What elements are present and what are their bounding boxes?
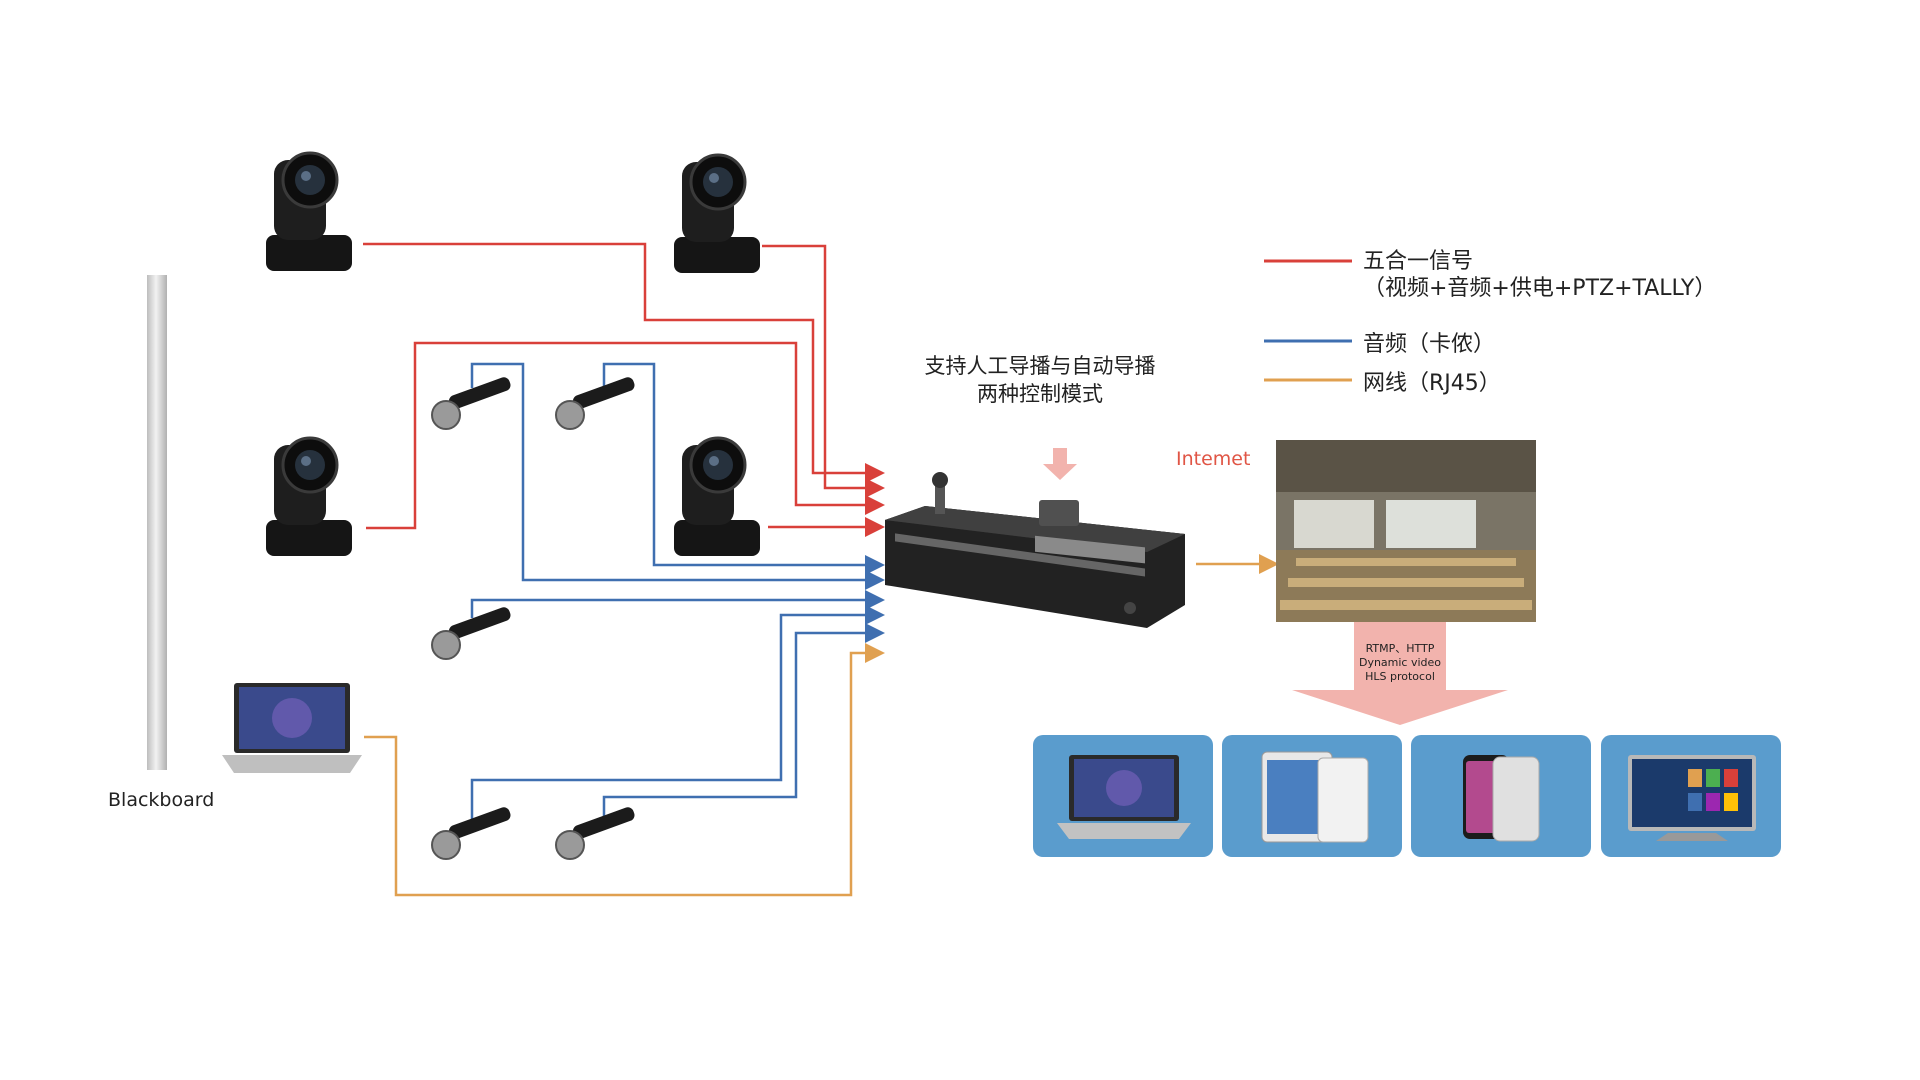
laptop-icon <box>222 683 362 773</box>
control-mode-title: 支持人工导播与自动导播 两种控制模式 <box>890 352 1190 408</box>
ptz-camera-icon <box>266 436 352 556</box>
microphone-icon <box>431 377 511 430</box>
legend-label-five-in-one: 五合一信号 <box>1363 249 1474 274</box>
red-line-cam2 <box>762 244 885 498</box>
protocol-line1: RTMP、HTTP <box>1365 642 1435 655</box>
control-mode-line2: 两种控制模式 <box>977 382 1103 406</box>
microphone-icon <box>555 377 635 430</box>
protocol-line3: HLS protocol <box>1365 670 1435 683</box>
blue-line-mic2 <box>602 362 885 575</box>
internet-label: Intemet <box>1176 448 1251 470</box>
ptz-camera-icon <box>266 151 352 271</box>
legend-label-network: 网线（RJ45） <box>1363 371 1501 396</box>
orange-line-laptop <box>364 643 885 897</box>
microphone-icon <box>555 807 635 860</box>
ptz-camera-icon <box>674 153 760 273</box>
down-arrow-icon <box>1043 448 1077 480</box>
blackboard-label: Blackboard <box>108 789 215 811</box>
blue-line-mic3 <box>470 590 885 618</box>
protocol-line2: Dynamic video <box>1358 656 1442 669</box>
distribution-arrow-icon <box>1292 620 1508 725</box>
blue-line-mic4 <box>470 605 885 828</box>
smart-tv-icon <box>1628 755 1756 841</box>
microphone-icon <box>431 607 511 660</box>
control-mode-line1: 支持人工导播与自动导播 <box>924 354 1156 378</box>
laptop-icon <box>1057 755 1191 839</box>
legend-sub-five-in-one: （视频+音频+供电+PTZ+TALLY） <box>1363 276 1717 301</box>
switcher-console-icon <box>885 472 1185 628</box>
blackboard <box>147 275 167 770</box>
protocol-label: RTMP、HTTP Dynamic video HLS protocol <box>1345 642 1455 684</box>
ptz-camera-icon <box>674 436 760 556</box>
smartphone-icon <box>1463 755 1540 842</box>
microphone-icon <box>431 807 511 860</box>
blue-line-mic5 <box>602 623 885 828</box>
red-line-cam3 <box>366 341 885 530</box>
legend-label-audio: 音频（卡侬） <box>1363 332 1496 357</box>
tablet-icon <box>1261 751 1369 843</box>
blue-line-mic1 <box>470 362 885 590</box>
